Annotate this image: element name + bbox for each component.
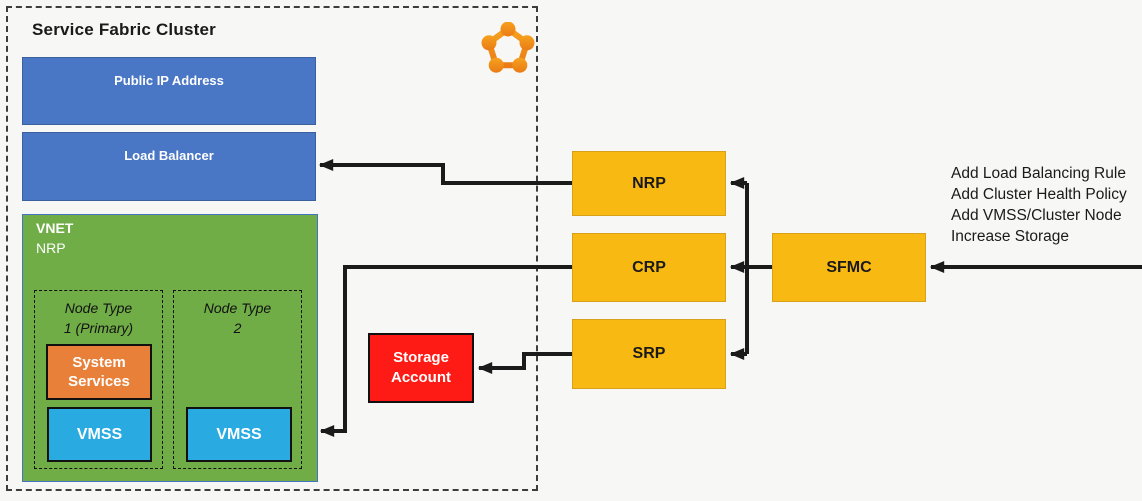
note-line: Add VMSS/Cluster Node [951, 207, 1122, 224]
vnet-nrp-label: NRP [36, 240, 66, 256]
note-line: Increase Storage [951, 228, 1070, 245]
srp-label: SRP [632, 345, 666, 362]
public-ip-address-box: Public IP Address [22, 57, 316, 125]
nrp-box: NRP [572, 151, 726, 216]
node-type-2-label: Node Type 2 [203, 300, 272, 336]
vmss-1-box: VMSS [47, 407, 152, 462]
vnet-box: VNET NRP Node Type 1 (Primary) System Se… [22, 214, 318, 482]
vnet-label: VNET [36, 220, 74, 236]
storage-account-label: Storage Account [391, 349, 451, 386]
crp-box: CRP [572, 233, 726, 302]
node-type-2-box: Node Type 2 VMSS [173, 290, 302, 469]
public-ip-address-label: Public IP Address [114, 73, 224, 88]
srp-box: SRP [572, 319, 726, 389]
vmss-2-box: VMSS [186, 407, 292, 462]
note-line: Add Cluster Health Policy [951, 186, 1127, 203]
operations-note: Add Load Balancing Rule Add Cluster Heal… [951, 163, 1127, 247]
sfmc-label: SFMC [826, 258, 872, 276]
note-line: Add Load Balancing Rule [951, 165, 1126, 182]
service-fabric-icon [481, 22, 535, 73]
system-services-box: System Services [46, 344, 152, 400]
cluster-title: Service Fabric Cluster [32, 20, 216, 39]
load-balancer-box: Load Balancer [22, 132, 316, 201]
vmss-1-label: VMSS [76, 425, 123, 443]
crp-label: CRP [632, 258, 666, 276]
sfmc-box: SFMC [772, 233, 926, 302]
load-balancer-label: Load Balancer [124, 148, 214, 163]
node-type-1-label: Node Type 1 (Primary) [63, 300, 134, 336]
system-services-label: System Services [68, 354, 130, 390]
node-type-1-box: Node Type 1 (Primary) System Services VM… [34, 290, 163, 469]
nrp-label: NRP [632, 174, 666, 192]
storage-account-box: Storage Account [368, 333, 474, 403]
service-fabric-cluster-box: Service Fabric Cluster Public IP Address… [6, 6, 538, 491]
vmss-2-label: VMSS [216, 425, 262, 443]
